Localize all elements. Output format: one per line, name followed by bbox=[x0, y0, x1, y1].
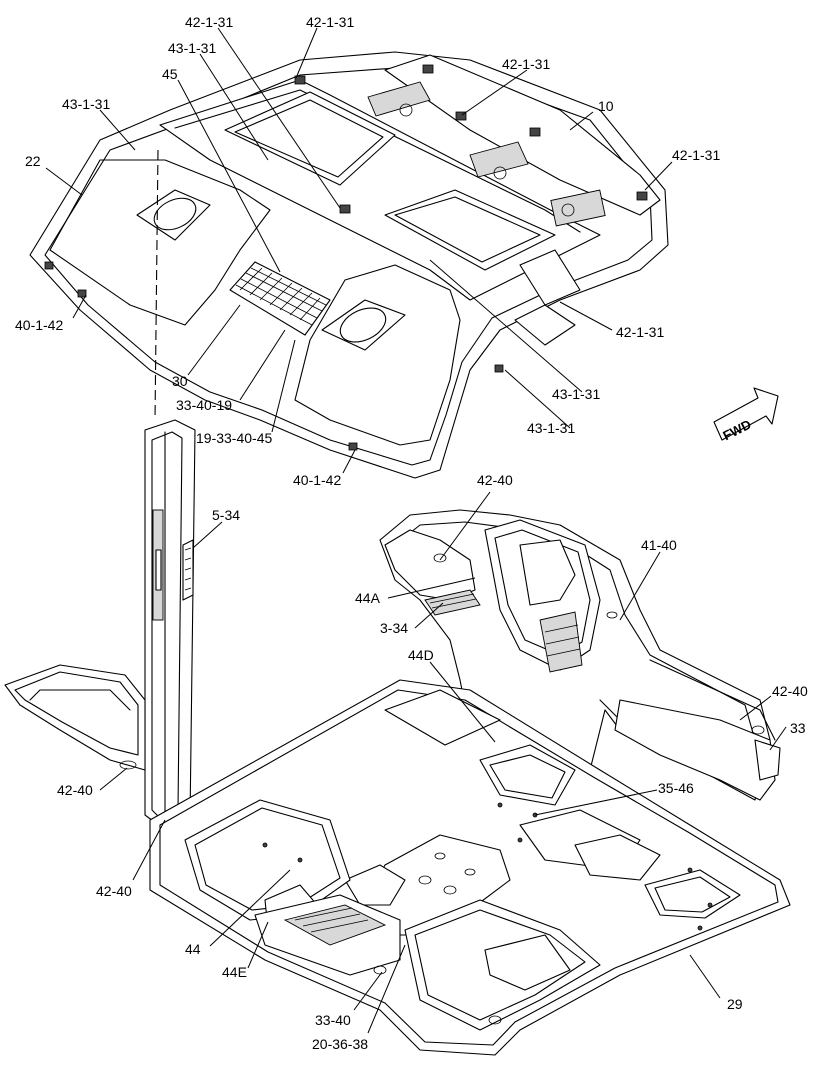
callout-41-40: 41-40 bbox=[641, 537, 677, 553]
headliner-panel bbox=[29, 51, 669, 479]
callout-20-36-38: 20-36-38 bbox=[312, 1036, 368, 1052]
callout-42-1-31-c: 42-1-31 bbox=[502, 56, 550, 72]
callout-42-1-31-a: 42-1-31 bbox=[185, 14, 233, 30]
callout-35-46: 35-46 bbox=[658, 780, 694, 796]
callout-42-40-left: 42-40 bbox=[57, 782, 93, 798]
callout-30: 30 bbox=[172, 373, 188, 389]
sill-plate-44E bbox=[254, 894, 401, 976]
callout-40-1-42-left: 40-1-42 bbox=[15, 317, 63, 333]
callout-42-1-31-b: 42-1-31 bbox=[306, 14, 354, 30]
leader-lines bbox=[45, 27, 787, 1034]
left-side-panel bbox=[4, 664, 146, 771]
callout-3-34: 3-34 bbox=[380, 620, 408, 636]
callout-labels: 42-1-31 42-1-31 43-1-31 45 42-1-31 10 43… bbox=[15, 14, 808, 1052]
callout-33: 33 bbox=[790, 720, 806, 736]
callout-43-1-31-left: 43-1-31 bbox=[62, 96, 110, 112]
vent-grille bbox=[539, 611, 583, 673]
callout-5-34: 5-34 bbox=[212, 507, 240, 523]
callout-42-40-bottom: 42-40 bbox=[96, 883, 132, 899]
callout-44: 44 bbox=[185, 941, 201, 957]
callout-43-1-31-mid: 43-1-31 bbox=[552, 386, 600, 402]
callout-29: 29 bbox=[727, 996, 743, 1012]
callout-42-40-top: 42-40 bbox=[477, 472, 513, 488]
callout-43-1-31-top: 43-1-31 bbox=[168, 40, 216, 56]
assembly-dash-line bbox=[154, 149, 159, 421]
callout-42-40-right: 42-40 bbox=[772, 683, 808, 699]
callout-22: 22 bbox=[25, 153, 41, 169]
callout-44A: 44A bbox=[355, 590, 381, 606]
callout-45: 45 bbox=[162, 66, 178, 82]
callout-33-40: 33-40 bbox=[315, 1012, 351, 1028]
callout-10: 10 bbox=[598, 98, 614, 114]
callout-43-1-31-low: 43-1-31 bbox=[527, 420, 575, 436]
grille-part-30 bbox=[229, 261, 331, 336]
callout-44E: 44E bbox=[222, 964, 247, 980]
floor-assembly bbox=[149, 679, 791, 1056]
callout-42-1-31-d: 42-1-31 bbox=[672, 147, 720, 163]
callout-19-33-40-45: 19-33-40-45 bbox=[196, 430, 272, 446]
callout-42-1-31-e: 42-1-31 bbox=[616, 324, 664, 340]
pillar-trim bbox=[144, 419, 196, 831]
callout-33-40-19: 33-40-19 bbox=[176, 397, 232, 413]
fwd-arrow-badge: FWD bbox=[713, 387, 779, 443]
callout-40-1-42-bottom: 40-1-42 bbox=[293, 472, 341, 488]
callout-44D: 44D bbox=[408, 647, 434, 663]
